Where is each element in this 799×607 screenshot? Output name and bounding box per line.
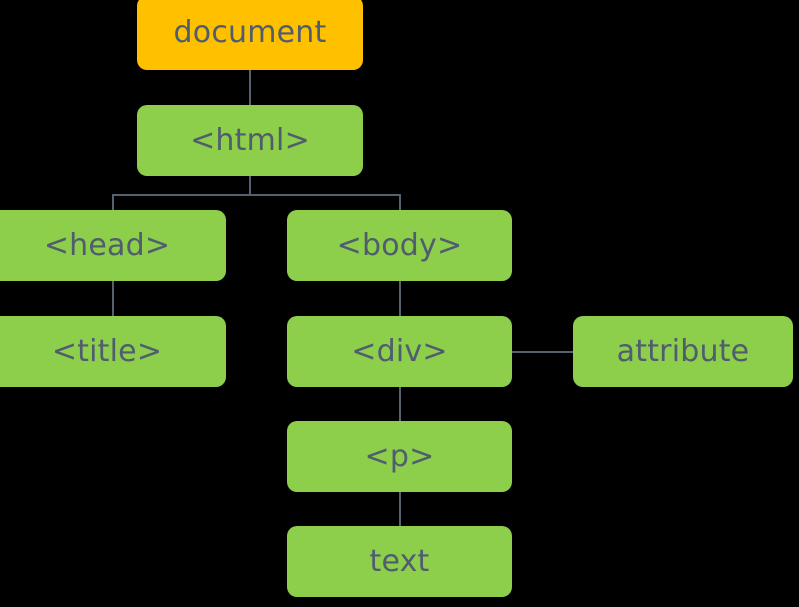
node-title[interactable]: <title> bbox=[0, 316, 226, 387]
edge-branch-body bbox=[399, 194, 401, 211]
node-label-body: <body> bbox=[336, 227, 463, 263]
node-document[interactable]: document bbox=[137, 0, 363, 70]
node-label-head: <head> bbox=[43, 227, 171, 263]
node-p[interactable]: <p> bbox=[287, 421, 512, 492]
node-label-document: document bbox=[173, 15, 327, 50]
node-label-text: text bbox=[369, 543, 430, 579]
edge-html-branch-bar bbox=[112, 194, 401, 196]
edge-p-text bbox=[399, 492, 401, 527]
node-div[interactable]: <div> bbox=[287, 316, 512, 387]
edge-body-div bbox=[399, 281, 401, 317]
edge-div-p bbox=[399, 387, 401, 422]
edge-div-attribute bbox=[512, 351, 574, 353]
node-label-attribute: attribute bbox=[616, 333, 750, 369]
node-label-html: <html> bbox=[190, 122, 310, 158]
node-label-div: <div> bbox=[351, 333, 448, 369]
edge-branch-head bbox=[112, 194, 114, 211]
edge-html-branch-stem bbox=[249, 176, 251, 195]
node-label-title: <title> bbox=[51, 333, 163, 369]
edge-document-html bbox=[249, 70, 251, 105]
node-html[interactable]: <html> bbox=[137, 105, 363, 176]
node-head[interactable]: <head> bbox=[0, 210, 226, 281]
edge-head-title bbox=[112, 281, 114, 317]
node-body[interactable]: <body> bbox=[287, 210, 512, 281]
node-attribute[interactable]: attribute bbox=[573, 316, 793, 387]
node-text[interactable]: text bbox=[287, 526, 512, 597]
node-label-p: <p> bbox=[364, 438, 435, 474]
